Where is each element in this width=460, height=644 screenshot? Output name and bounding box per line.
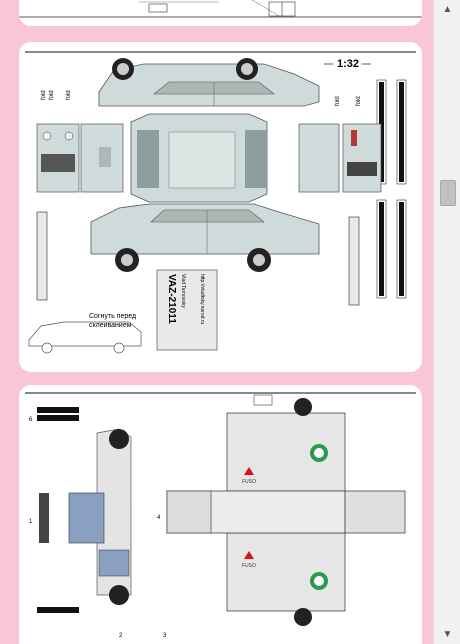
fold-label: fold	[66, 90, 72, 100]
author-name: Vlad Tarnovsky	[180, 274, 186, 308]
car-side-bottom	[90, 203, 320, 272]
part-number: 2	[119, 633, 123, 639]
fold-label: fold	[41, 90, 47, 100]
papercraft-sheet-top	[19, 0, 422, 26]
sheet-top-art	[19, 0, 422, 18]
bumper-part-right	[348, 216, 360, 306]
bumper-part-left	[36, 211, 48, 301]
part-number: 6	[29, 417, 33, 423]
vertical-scrollbar[interactable]: ▲ ▼	[433, 0, 460, 644]
part-number: 3	[163, 633, 167, 639]
car-front-panel	[36, 123, 124, 193]
triangle-up-icon[interactable]: ▲	[442, 4, 453, 15]
website-url: http://vladtsky.narod.ru	[199, 274, 205, 324]
part-number: 4	[157, 515, 161, 521]
papercraft-sheet-vaz: 1:32 fold fold fold fold fold	[19, 42, 422, 372]
fold-label: fold	[356, 96, 362, 106]
part-number: 1	[29, 519, 33, 525]
green-emblem-icon	[310, 444, 328, 590]
papercraft-sheet-truck: 6 1 4 2 3 FUSO FUSO	[19, 385, 422, 644]
fuso-text: FUSO	[242, 479, 256, 485]
fold-label: fold	[49, 90, 55, 100]
fuso-logo: FUSO FUSO	[242, 467, 256, 569]
scale-label: 1:32	[337, 58, 359, 70]
scrollbar-thumb[interactable]	[440, 180, 456, 206]
assembly-note-line1: Согнуть перед	[89, 313, 136, 320]
car-roof-panel	[130, 113, 268, 203]
truck-cab-parts	[37, 407, 132, 613]
stripe-parts-upper	[376, 79, 407, 185]
car-outline-sketch	[28, 321, 142, 354]
truck-box-panels	[166, 394, 406, 626]
fold-label: fold	[335, 96, 341, 106]
title-panel: VAZ-21011 Vlad Tarnovsky http://vladtsky…	[156, 269, 218, 351]
triangle-down-icon[interactable]: ▼	[442, 629, 453, 640]
car-side-top	[98, 58, 320, 107]
model-title: VAZ-21011	[166, 274, 177, 324]
car-rear-panel	[298, 123, 382, 193]
assembly-note-line2: склеиванием	[89, 322, 132, 329]
fuso-text: FUSO	[242, 563, 256, 569]
document-viewport: 1:32 fold fold fold fold fold	[0, 0, 433, 644]
stripe-parts-lower	[376, 199, 407, 299]
